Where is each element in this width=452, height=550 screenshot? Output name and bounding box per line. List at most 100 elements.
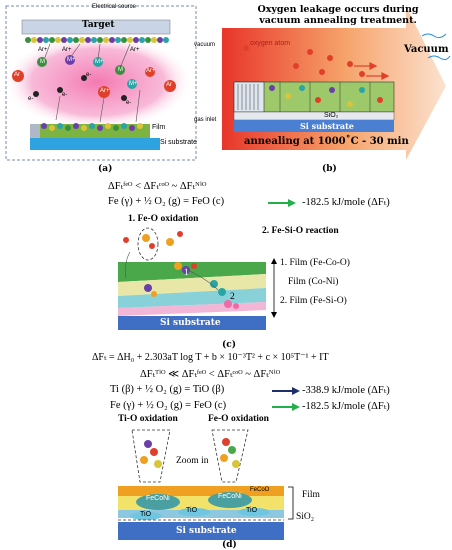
- vacuum-label-b: Vacuum: [404, 44, 449, 55]
- film-fe-co-o-label: 1. Film (Fe-Co-O): [280, 258, 350, 268]
- fe-o-zoom-circle: [137, 227, 159, 261]
- gas-inlet-label: gas inlet: [194, 117, 217, 123]
- feco-top-layer: [118, 486, 284, 496]
- panel-a-illustration: [3, 5, 197, 161]
- film-label-d: Film: [302, 490, 320, 500]
- ti-o-atoms: [140, 440, 162, 468]
- tio-grain-1: [130, 512, 162, 520]
- panel-a-label: (a): [98, 164, 113, 174]
- si-substrate-b: [234, 120, 394, 132]
- m-label-2: M: [118, 67, 123, 73]
- annealing-label: annealing at 1000˚C - 30 min: [244, 136, 409, 147]
- ar-label-1: Ar: [14, 72, 20, 78]
- electron-label-2: e-: [62, 92, 68, 98]
- si-substrate-block: [30, 138, 160, 150]
- film-label: Film: [152, 124, 166, 131]
- zoom-in-label: Zoom in: [176, 456, 209, 466]
- film-edge: [30, 124, 40, 138]
- vacuum-flow-lines: [421, 33, 451, 61]
- tio-label-2: TiO: [186, 507, 198, 514]
- m-label-1: M: [40, 59, 45, 65]
- vacuum-label: vacuum: [194, 42, 216, 48]
- feco-label: FeCoO: [250, 487, 270, 493]
- oxygen-atoms: [243, 45, 365, 77]
- panel-c-eq2-value: -182.5 kJ/mole (ΔFₜ): [302, 197, 390, 208]
- sio2-label-d: SiO₂: [296, 512, 315, 522]
- panel-b-illustration: [222, 6, 451, 160]
- target-atoms: [25, 37, 169, 43]
- m-plus-label-1: M+: [67, 57, 76, 63]
- panel-c-eq1: ΔFₜᶠᵉᴼ < ΔFₜᶜᵒᴼ ~ ΔFₜᴺⁱᴼ: [108, 181, 207, 192]
- fe-o-atoms: [220, 438, 240, 468]
- fe-o-zoom-cone: [211, 429, 249, 483]
- reaction-curves: [125, 251, 219, 291]
- panel-d-eq3: Ti (β) + ½ O₂ (g) = TiO (β): [110, 384, 225, 395]
- panel-b-title-line2: vacuum annealing treatment.: [259, 15, 417, 26]
- ar-plus-label-2: Ar+: [62, 47, 72, 53]
- tio-label-3: TiO: [246, 507, 258, 514]
- feconi-label-2: FeCoNi: [218, 493, 242, 500]
- ar-plus-label-4: Ar+: [100, 88, 110, 94]
- plasma-particles: [12, 55, 176, 101]
- target-plate: [21, 19, 171, 35]
- panel-b-title: Oxygen leakage occurs during vacuum anne…: [248, 4, 428, 26]
- si-substrate-c: [118, 316, 266, 330]
- panel-d-label: (d): [222, 540, 237, 550]
- particle-trajectories: [43, 43, 141, 123]
- electrical-source-label: Electrical source: [92, 4, 137, 10]
- film-bracket-arrows: [271, 258, 277, 318]
- film-fe-si-o-label: 2. Film (Fe-Si-O): [280, 296, 347, 306]
- panel-b-label: (b): [322, 164, 337, 174]
- tio-grain-2: [178, 508, 210, 516]
- plasma-cloud: [3, 34, 193, 130]
- panel-d-eq4: Fe (γ) + ½ O₂ (g) = FeO (c): [110, 400, 227, 411]
- panel-d-navy-arrow: [272, 387, 300, 395]
- feconi-grain-2: [208, 492, 252, 508]
- panel-d-eq3-value: -338.9 kJ/mole (ΔFₜ): [302, 385, 390, 396]
- fe-o-oxidation-label: Fe-O oxidation: [208, 414, 269, 424]
- film-mark-2: 2: [230, 292, 235, 302]
- step2-label: 2. Fe-Si-O reaction: [262, 226, 339, 236]
- si-substrate-label-b: Si substrate: [300, 121, 354, 131]
- film-co-ni-label: Film (Co-Ni): [288, 277, 339, 287]
- step1-label: 1. Fe-O oxidation: [128, 214, 199, 224]
- si-substrate-label-c: Si substrate: [160, 318, 221, 328]
- sio2-layer-b: [233, 111, 395, 121]
- sio2-label-b: SiO₂: [324, 112, 339, 119]
- middle-film-layer: [118, 274, 266, 296]
- electron-label-4: e-: [126, 100, 132, 106]
- ar-plus-label-1: Ar+: [38, 47, 48, 53]
- reaction-atoms: [144, 262, 239, 309]
- feconi-label-1: FeCoNi: [146, 495, 170, 502]
- target-label: Target: [82, 20, 115, 30]
- film-mark-1: 1: [184, 268, 189, 278]
- ti-o-zoom-cone: [131, 429, 171, 483]
- panel-c-illustration: [118, 227, 266, 330]
- panel-c-eq2: Fe (γ) + ½ O₂ (g) = FeO (c): [108, 196, 225, 207]
- electron-label-3: e-: [86, 72, 92, 78]
- rising-atoms: [123, 231, 183, 249]
- oxygen-flow-arrows: [354, 62, 390, 80]
- si-substrate-label-d: Si substrate: [176, 526, 237, 536]
- film-atoms: [41, 123, 143, 131]
- panel-d-green-arrow: [272, 403, 300, 411]
- panel-d-eq1: ΔFₜ = ΔH₀ + 2.303aT log T + b × 10⁻³T² +…: [92, 352, 329, 363]
- tio-grain-3: [238, 508, 270, 516]
- panel-c-label: (c): [222, 340, 236, 350]
- panel-d-eq2: ΔFₜᵀⁱᴼ ≪ ΔFₜᶠᵉᴼ < ΔFₜᶜᵒᴼ ~ ΔFₜᴺⁱᴼ: [140, 369, 281, 380]
- film-grains-b: [269, 85, 383, 107]
- film-cross-section: [233, 81, 265, 113]
- electron-label-1: e-: [28, 96, 34, 102]
- panel-d-illustration: [118, 429, 284, 540]
- tio-label-1: TiO: [140, 511, 152, 518]
- m-plus-label-2: M+: [95, 59, 104, 65]
- ar-plus-label-3: Ar+: [130, 47, 140, 53]
- panel-d-eq4-value: -182.5 kJ/mole (ΔFₜ): [302, 401, 390, 412]
- film-bracket-d: [288, 486, 294, 520]
- m-plus-label-3: M+: [129, 81, 138, 87]
- ar-label-2: Ar: [166, 82, 172, 88]
- si-substrate-d: [118, 522, 284, 540]
- panel-b-title-line1: Oxygen leakage occurs during: [257, 4, 419, 15]
- film-columns: [237, 82, 371, 112]
